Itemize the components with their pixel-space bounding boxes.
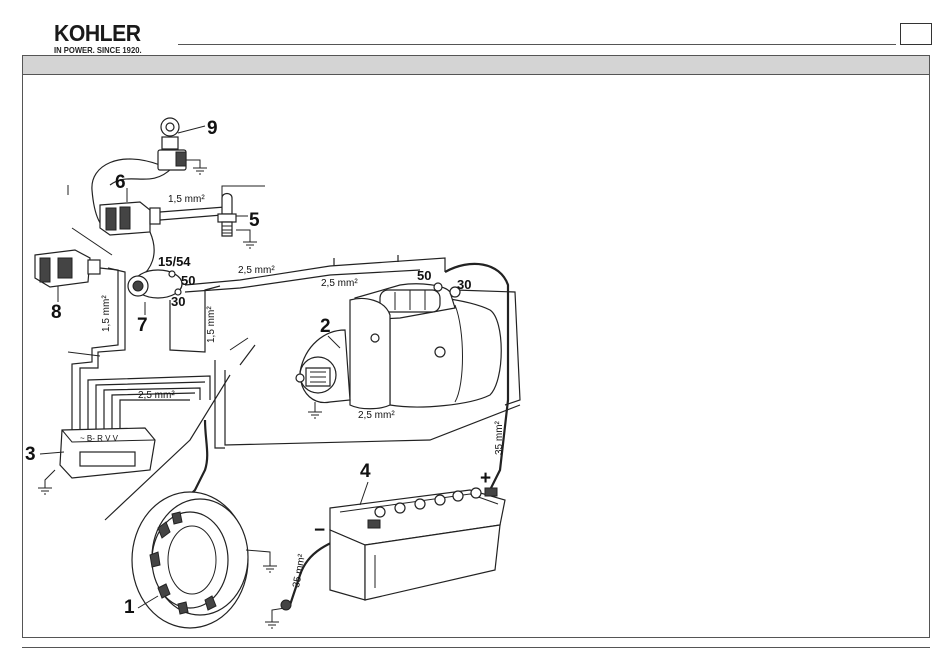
- regulator-terminals: ~ B- R V V: [80, 434, 119, 443]
- relay-switch: [100, 188, 160, 235]
- callout-4: 4: [360, 461, 371, 482]
- terminal-key-30: 30: [171, 294, 185, 309]
- oil-pressure-switch: [158, 118, 207, 174]
- callout-6: 6: [115, 172, 126, 193]
- alternator-stator: [132, 492, 277, 628]
- starter-motor: [296, 283, 501, 418]
- voltage-regulator: ~ B- R V V: [38, 428, 155, 494]
- terminal-key-50: 50: [181, 273, 195, 288]
- callout-5: 5: [249, 210, 260, 231]
- warning-light-connector: [35, 250, 100, 287]
- wire-label-15-mid: 1,5 mm²: [206, 306, 217, 343]
- battery-plus-terminal: +: [480, 468, 491, 489]
- terminal-15-54: 15/54: [158, 254, 191, 269]
- wire-label-25-lower: 2,5 mm²: [358, 410, 395, 421]
- callout-8: 8: [51, 302, 62, 323]
- callout-3: 3: [25, 444, 36, 465]
- wire-label-35-ground: 35 mm²: [291, 553, 308, 589]
- callout-9: 9: [207, 118, 218, 139]
- callout-1: 1: [124, 597, 135, 618]
- callout-7: 7: [137, 315, 148, 336]
- terminal-starter-50: 50: [417, 268, 431, 283]
- wire-label-25-regulator: 2,5 mm²: [138, 390, 175, 401]
- wire-label-25-main: 2,5 mm²: [321, 278, 358, 289]
- wire-label-15-left: 1,5 mm²: [101, 295, 112, 332]
- callout-2: 2: [320, 316, 331, 337]
- wire-label-15-top: 1,5 mm²: [168, 194, 205, 205]
- battery-minus-terminal: −: [314, 520, 325, 541]
- wire-label-35-right: 35 mm²: [494, 420, 505, 455]
- wire-label-25-upper: 2,5 mm²: [238, 265, 275, 276]
- terminal-starter-30: 30: [457, 277, 471, 292]
